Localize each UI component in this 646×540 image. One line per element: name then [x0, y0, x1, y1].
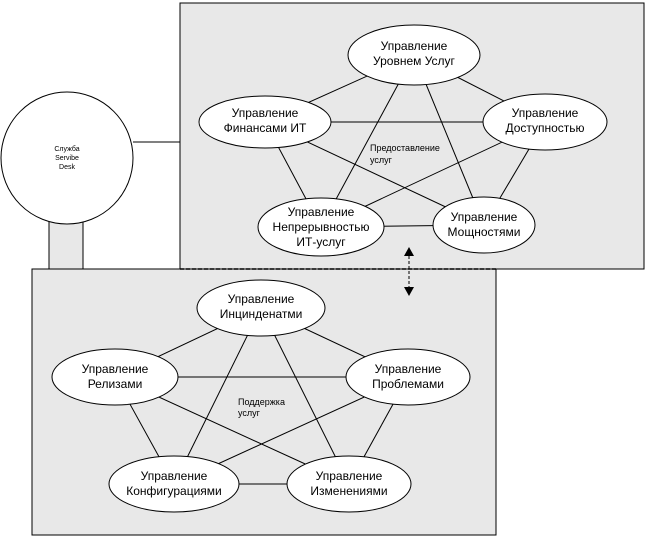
node-problem-management: Управление Проблемами [345, 348, 471, 406]
node-it-service-continuity-management: Управление Непрерывностью ИТ-услуг [257, 197, 385, 257]
service-desk-line-1: Служба [54, 145, 79, 153]
support-center-label-2: услуг [238, 408, 261, 418]
node-ellipse [257, 197, 385, 257]
node-ellipse [286, 455, 412, 513]
node-line-2: Мощностями [448, 225, 521, 239]
edge-inc-conf [173, 307, 262, 485]
node-configuration-management: Управление Конфигурациями [108, 455, 240, 513]
node-ellipse [51, 348, 179, 406]
edge-inc-chg [260, 307, 350, 485]
arrow-head-up [404, 247, 414, 256]
node-line-2: Проблемами [372, 377, 444, 391]
service-desk-line-2: Servibe [55, 155, 79, 162]
desk-to-support-connector [48, 219, 84, 270]
node-line-2: Доступностью [505, 121, 584, 135]
node-ellipse [345, 348, 471, 406]
node-ellipse [108, 455, 240, 513]
node-line-2: Инцинденатми [220, 307, 303, 321]
groups-link-arrow [404, 247, 414, 296]
node-incident-management: Управление Инцинденатми [196, 279, 326, 337]
node-line-2: Изменениями [310, 484, 387, 498]
node-line-2: Финансами ИТ [224, 121, 307, 135]
node-line-1: Управление [141, 469, 208, 483]
node-capacity-management: Управление Мощностями [432, 196, 536, 254]
node-line-2: Конфигурациями [126, 484, 221, 498]
node-ellipse [482, 93, 608, 151]
node-line-1: Управление [512, 106, 579, 120]
delivery-center-label-1: Предоставление [370, 143, 440, 153]
arrow-head-down [404, 287, 414, 296]
node-line-1: Управление [232, 106, 299, 120]
node-ellipse [198, 95, 332, 149]
service-desk: Служба Servibe Desk [0, 91, 134, 225]
node-ellipse [196, 279, 326, 337]
node-change-management: Управление Изменениями [286, 455, 412, 513]
node-line-1: Управление [228, 292, 295, 306]
node-ellipse [432, 196, 536, 254]
node-line-1: Управление [375, 362, 442, 376]
delivery-center-label-2: услуг [370, 155, 393, 165]
node-line-3: ИТ-услуг [296, 235, 346, 249]
node-it-financial-management: Управление Финансами ИТ [198, 95, 332, 149]
node-line-1: Управление [381, 39, 448, 53]
node-release-management: Управление Релизами [51, 348, 179, 406]
node-ellipse [347, 24, 481, 86]
node-line-1: Управление [82, 362, 149, 376]
node-line-1: Управление [316, 469, 383, 483]
node-service-level-management: Управление Уровнем Услуг [347, 24, 481, 86]
service-desk-line-3: Desk [59, 164, 75, 171]
support-center-label-1: Поддержка [238, 397, 285, 407]
node-line-2: Непрерывностью [273, 220, 370, 234]
node-line-2: Релизами [88, 377, 143, 391]
node-line-1: Управление [451, 210, 518, 224]
node-availability-management: Управление Доступностью [482, 93, 608, 151]
node-line-2: Уровнем Услуг [373, 54, 456, 68]
service-desk-circle [0, 91, 134, 225]
node-line-1: Управление [288, 205, 355, 219]
